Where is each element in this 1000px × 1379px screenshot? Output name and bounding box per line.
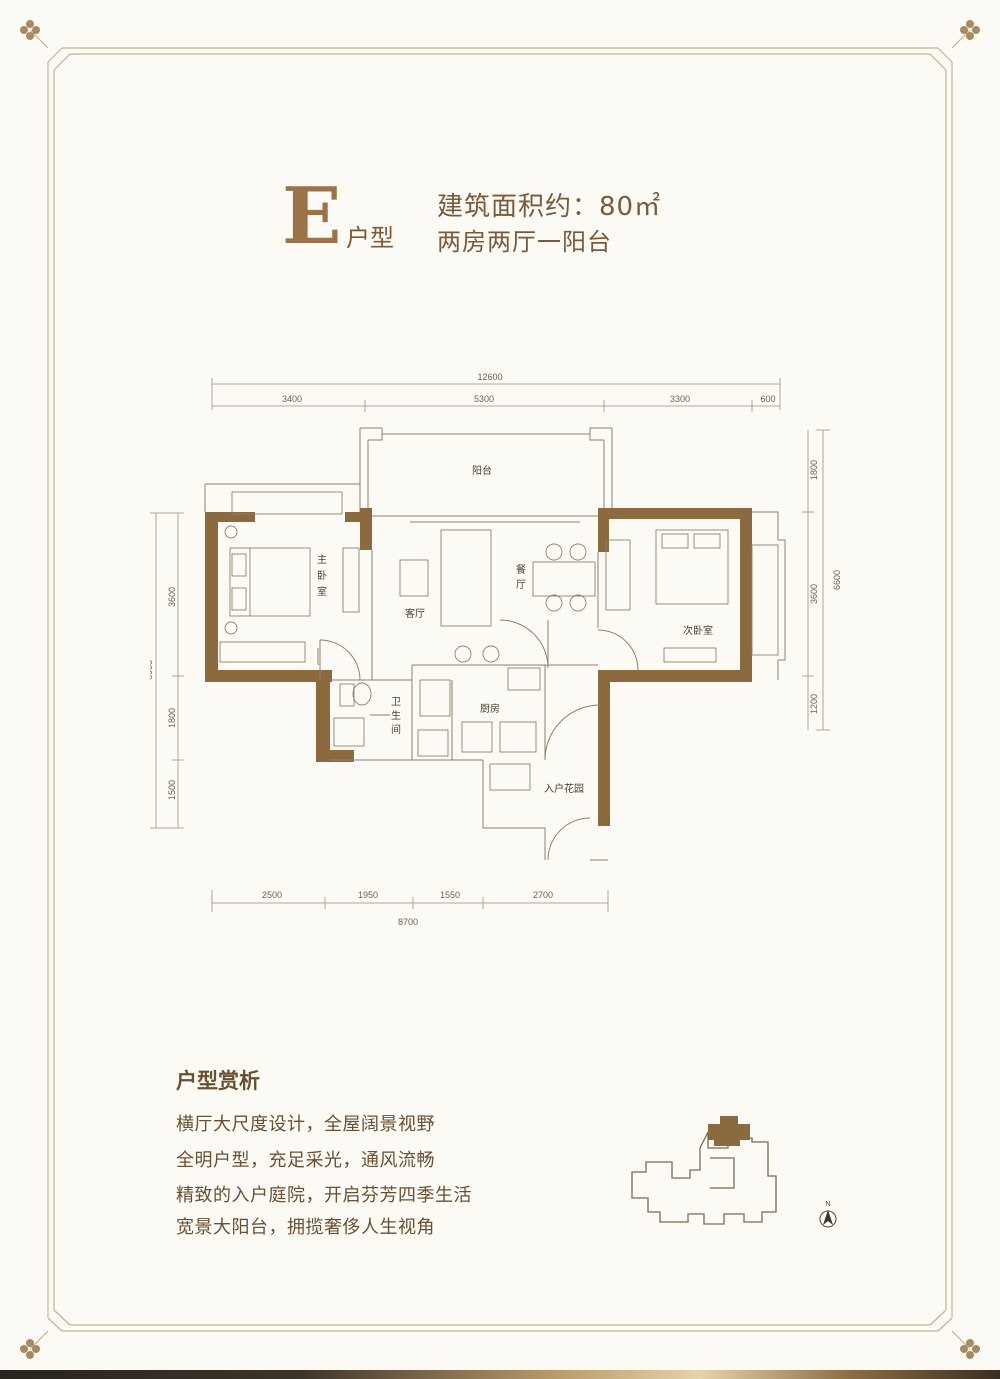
corner-ornament-icon bbox=[960, 1339, 980, 1359]
double-bed bbox=[229, 547, 311, 617]
bar-stool bbox=[482, 645, 500, 663]
wall-segment bbox=[360, 508, 372, 550]
wall-segment bbox=[598, 676, 610, 826]
kitchen-stove bbox=[499, 721, 537, 753]
dining-table bbox=[532, 561, 596, 597]
dining-chair bbox=[545, 543, 563, 561]
analysis-line: 全明户型，充足采光，通风流畅 bbox=[176, 1150, 435, 1171]
desk bbox=[663, 647, 717, 663]
room-label-master-bedroom: 室 bbox=[317, 585, 327, 598]
toilet bbox=[352, 682, 372, 706]
kitchen-shelf bbox=[507, 667, 541, 691]
dim-top-segment: 3400 bbox=[282, 394, 302, 404]
bar-stool bbox=[454, 645, 472, 663]
floor-plan: 12600 3400 5300 3300 600 2500 1950 1550 … bbox=[150, 372, 842, 927]
dim-bottom-segment: 1550 bbox=[440, 890, 460, 900]
bed-pillow bbox=[661, 533, 689, 549]
wall-segment bbox=[740, 512, 752, 680]
dim-right-segment: 3600 bbox=[809, 584, 819, 604]
shower bbox=[333, 717, 365, 747]
wardrobe bbox=[605, 539, 631, 611]
analysis-line: 宽景大阳台，拥揽奢侈人生视角 bbox=[176, 1217, 435, 1238]
wall-segment bbox=[205, 512, 255, 522]
room-label-second-bedroom: 次卧室 bbox=[683, 624, 713, 637]
dining-chair bbox=[569, 594, 587, 612]
corner-ornament-icon bbox=[960, 20, 980, 40]
wall-segment bbox=[598, 670, 752, 682]
balcony-window-frame bbox=[231, 491, 343, 515]
double-bed bbox=[655, 529, 729, 605]
dim-bottom-segment: 1950 bbox=[358, 890, 378, 900]
wall-segment bbox=[205, 670, 293, 682]
room-label-bathroom: 生 bbox=[391, 709, 401, 722]
bed-pillow bbox=[693, 533, 721, 549]
unit-type-letter: E bbox=[282, 171, 342, 262]
wash-basin bbox=[339, 683, 355, 707]
dim-left-segment: 1500 bbox=[167, 780, 177, 800]
room-label-master-bedroom: 卧 bbox=[317, 569, 327, 582]
analysis-line: 横厅大尺度设计，全屋阔景视野 bbox=[176, 1114, 435, 1135]
dim-top-segment: 600 bbox=[760, 394, 775, 404]
dim-top-segment: 3300 bbox=[670, 394, 690, 404]
building-area: 建筑面积约：80㎡ bbox=[437, 186, 661, 223]
wardrobe bbox=[219, 641, 306, 663]
nightstand-lamp bbox=[224, 621, 238, 635]
wall-segment bbox=[316, 750, 354, 762]
room-label-living-room: 客厅 bbox=[405, 607, 425, 620]
room-label-kitchen: 厨房 bbox=[480, 702, 500, 715]
kitchen-sink bbox=[461, 721, 493, 753]
dim-bottom-total: 8700 bbox=[398, 917, 418, 927]
wall-segment bbox=[598, 512, 609, 552]
dim-right-segment: 1800 bbox=[809, 460, 819, 480]
dim-right-total: 6600 bbox=[832, 570, 842, 590]
room-label-balcony: 阳台 bbox=[472, 464, 492, 477]
dim-left-segment: 1800 bbox=[167, 708, 177, 728]
dim-top-segment: 5300 bbox=[474, 394, 494, 404]
nightstand-lamp bbox=[224, 525, 238, 539]
north-arrow-icon bbox=[819, 1210, 837, 1228]
dim-right-segment: 1200 bbox=[809, 694, 819, 714]
wall-segment bbox=[345, 512, 371, 522]
sofa bbox=[440, 529, 492, 627]
dim-top-total: 12600 bbox=[477, 372, 502, 382]
corner-ornament-icon bbox=[20, 20, 40, 40]
dining-chair bbox=[569, 543, 587, 561]
unit-highlight bbox=[708, 1116, 750, 1146]
building-area-unit: ㎡ bbox=[634, 192, 662, 222]
tv-console bbox=[342, 547, 360, 613]
room-label-dining-room: 餐 bbox=[516, 563, 526, 576]
north-label: N bbox=[825, 1201, 830, 1208]
coffee-table bbox=[399, 559, 429, 597]
unit-type-suffix: 户型 bbox=[346, 224, 394, 252]
room-label-bathroom: 间 bbox=[391, 723, 401, 736]
wall-segment bbox=[598, 508, 752, 519]
wall-segment bbox=[316, 676, 330, 762]
wall-segment bbox=[205, 512, 218, 682]
analysis-line: 精致的入户庭院，开启芬芳四季生活 bbox=[176, 1185, 472, 1206]
room-label-bathroom: 卫 bbox=[391, 697, 401, 708]
bottom-gradient-bar bbox=[0, 1370, 1000, 1379]
garden-planter bbox=[489, 763, 531, 791]
room-label-master-bedroom: 主 bbox=[317, 554, 327, 566]
bay-window bbox=[751, 544, 779, 656]
bed-pillow bbox=[231, 587, 247, 611]
dim-bottom-segment: 2500 bbox=[262, 890, 282, 900]
building-area-text: 建筑面积约：80 bbox=[437, 192, 635, 222]
room-label-entry-garden: 入户花园 bbox=[544, 782, 584, 795]
washing-machine bbox=[417, 729, 449, 757]
kitchen-counter bbox=[419, 679, 451, 717]
unit-layout-subtitle: 两房两厅一阳台 bbox=[437, 228, 612, 256]
analysis-title: 户型赏析 bbox=[176, 1069, 260, 1093]
dining-chair bbox=[545, 594, 563, 612]
site-key-plan: N bbox=[631, 1116, 837, 1228]
bed-pillow bbox=[231, 553, 247, 577]
dim-left-segment: 3600 bbox=[167, 587, 177, 607]
dim-bottom-segment: 2700 bbox=[533, 890, 553, 900]
dim-left-total: 6900 bbox=[150, 660, 154, 680]
room-label-dining-room: 厅 bbox=[516, 580, 526, 591]
corner-ornament-icon bbox=[20, 1339, 40, 1359]
